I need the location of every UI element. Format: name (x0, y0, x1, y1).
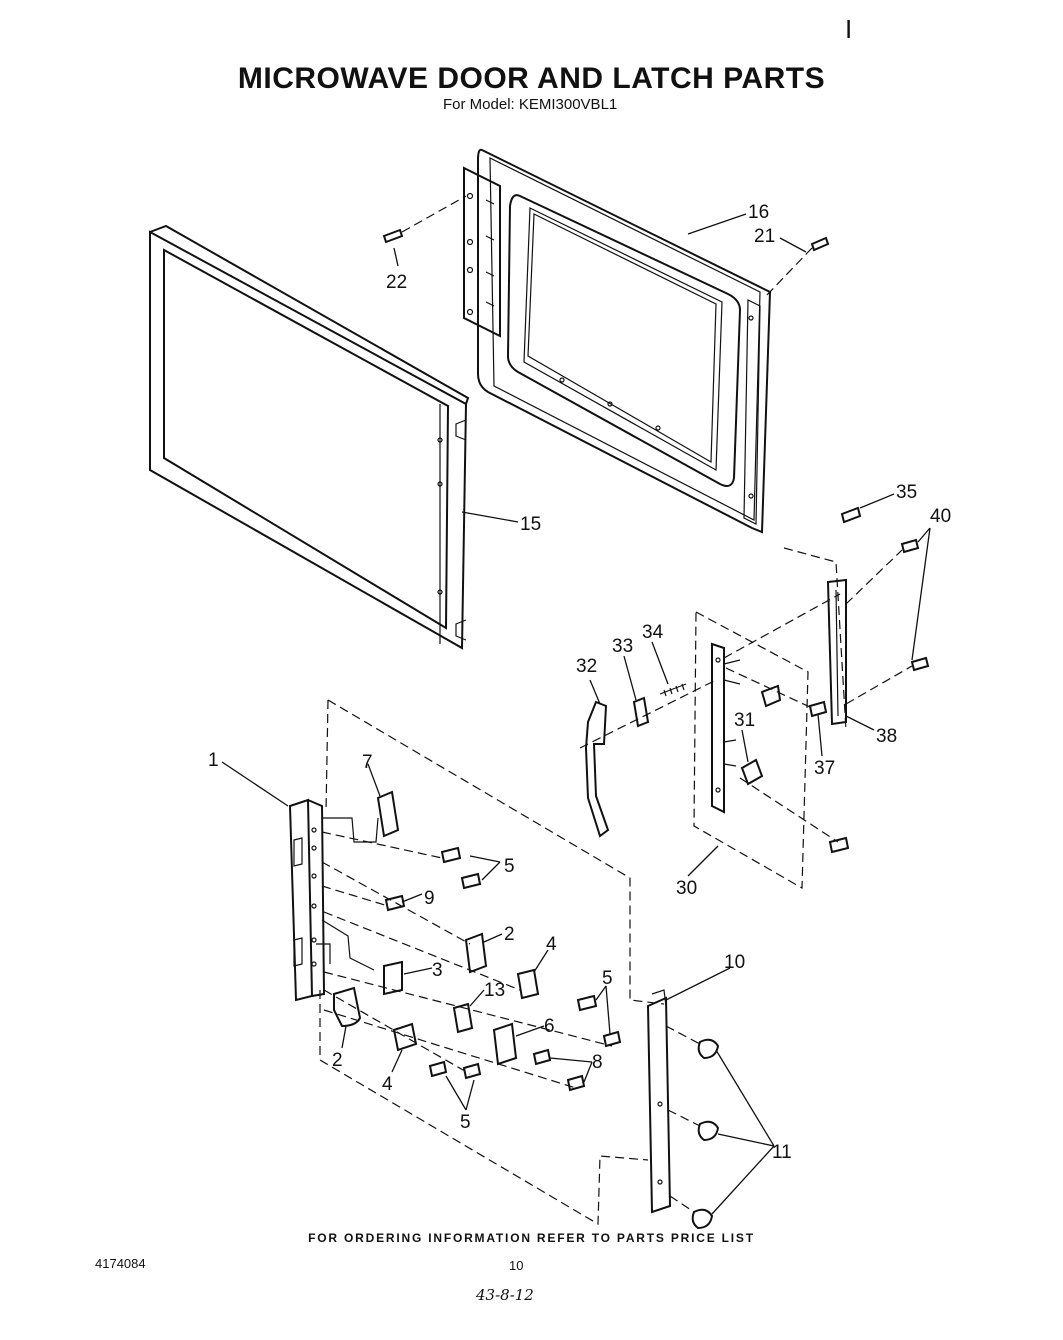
callout-32: 32 (576, 656, 597, 677)
interlock-plate (288, 699, 665, 1226)
callout-5-upper: 5 (504, 856, 515, 877)
callout-2-lower: 2 (332, 1050, 343, 1071)
callout-2-upper: 2 (504, 924, 515, 945)
small-components (333, 790, 622, 1092)
ordering-note: FOR ORDERING INFORMATION REFER TO PARTS … (308, 1231, 755, 1245)
leader-lines (221, 213, 931, 1215)
handwritten-note: 43-8-12 (476, 1286, 534, 1304)
page-number: 10 (509, 1258, 524, 1273)
callout-6: 6 (544, 1016, 555, 1037)
callout-3: 3 (432, 960, 443, 981)
callout-21: 21 (754, 226, 775, 247)
callout-5-middle: 5 (602, 968, 613, 989)
page-title: MICROWAVE DOOR AND LATCH PARTS (237, 62, 826, 95)
callout-31: 31 (734, 710, 755, 731)
document-number: 4174084 (95, 1256, 146, 1271)
callout-13: 13 (484, 980, 505, 1001)
inner-door-panel (463, 148, 772, 534)
callout-15: 15 (520, 514, 541, 535)
corner-mark: I (845, 14, 853, 44)
callout-16: 16 (748, 202, 769, 223)
latch-assembly (579, 506, 930, 890)
callout-5-lower: 5 (460, 1112, 471, 1133)
screw-21 (765, 236, 830, 297)
screw-22 (382, 195, 467, 244)
callout-4-upper: 4 (546, 934, 557, 955)
callout-38: 38 (876, 726, 897, 747)
callout-9: 9 (424, 888, 435, 909)
model-subtitle: For Model: KEMI300VBL1 (443, 96, 618, 113)
bracket-10 (646, 989, 672, 1214)
callout-35: 35 (896, 482, 917, 503)
callout-33: 33 (612, 636, 633, 657)
callout-30: 30 (676, 878, 697, 899)
door-pads-11 (665, 1025, 720, 1230)
callout-1: 1 (208, 750, 219, 771)
outer-door-frame (149, 224, 470, 650)
callout-labels: 16 21 22 15 35 40 34 33 32 31 38 37 30 1… (208, 202, 951, 1163)
callout-37: 37 (814, 758, 835, 779)
callout-10: 10 (724, 952, 745, 973)
callout-22: 22 (386, 272, 407, 293)
callout-11: 11 (772, 1142, 792, 1163)
callout-40: 40 (930, 506, 951, 527)
callout-8: 8 (592, 1052, 603, 1073)
callout-34: 34 (642, 622, 664, 643)
callout-7: 7 (362, 752, 373, 773)
callout-4-lower: 4 (382, 1074, 393, 1095)
